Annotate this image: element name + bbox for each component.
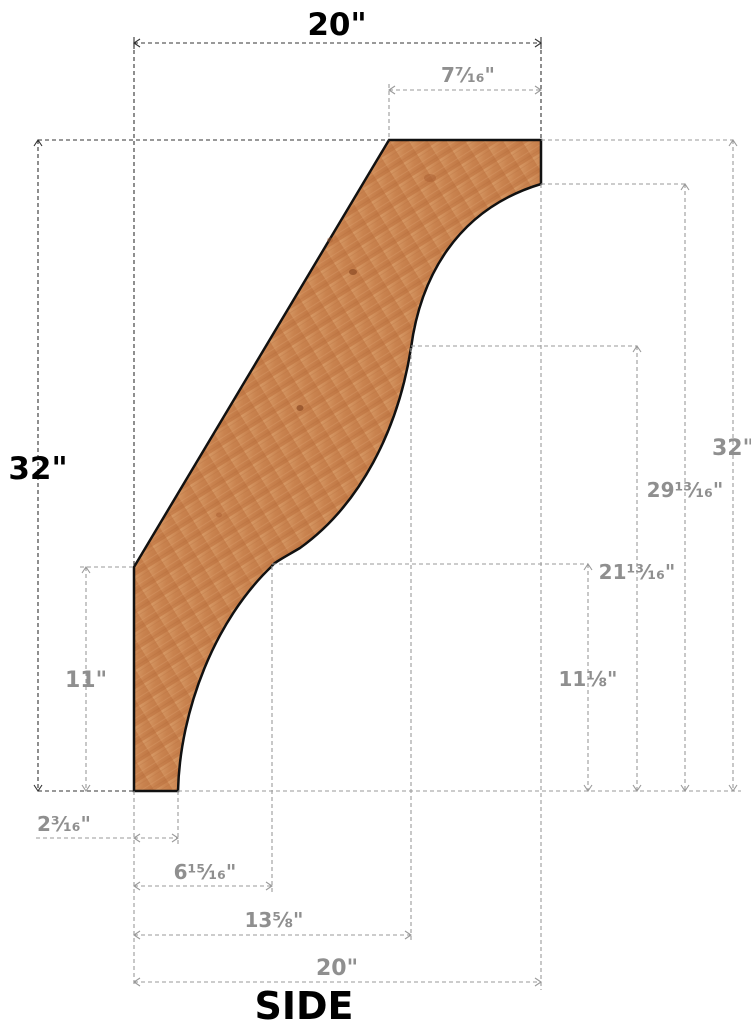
bottom-w2-label: 2³⁄₁₆": [37, 812, 91, 836]
bottom-w13-label: 13⅝": [245, 908, 304, 932]
dim-top-right-width: [388, 84, 542, 140]
left-small-height-label: 11": [65, 668, 107, 693]
dim-left-small-height: [80, 566, 134, 792]
wood-knots: [216, 174, 436, 518]
bracket-shape: [132, 138, 543, 793]
dim-top-width: [133, 37, 542, 567]
top-width-label: 20": [307, 7, 366, 43]
dim-bottom-widths: [36, 184, 542, 990]
right-total-height-label: 32": [712, 436, 751, 461]
top-right-width-label: 7⁷⁄₁₆": [441, 63, 495, 87]
right-h21-label: 21¹³⁄₁₆": [599, 560, 676, 584]
right-h11-label: 11⅛": [559, 667, 618, 691]
right-h29-label: 29¹³⁄₁₆": [647, 478, 724, 502]
left-height-label: 32": [8, 451, 67, 487]
view-label: SIDE: [254, 984, 353, 1024]
bottom-w6-label: 6¹⁵⁄₁₆": [174, 860, 237, 884]
bottom-w20-label: 20": [316, 956, 358, 981]
dim-left-height: [33, 139, 389, 792]
